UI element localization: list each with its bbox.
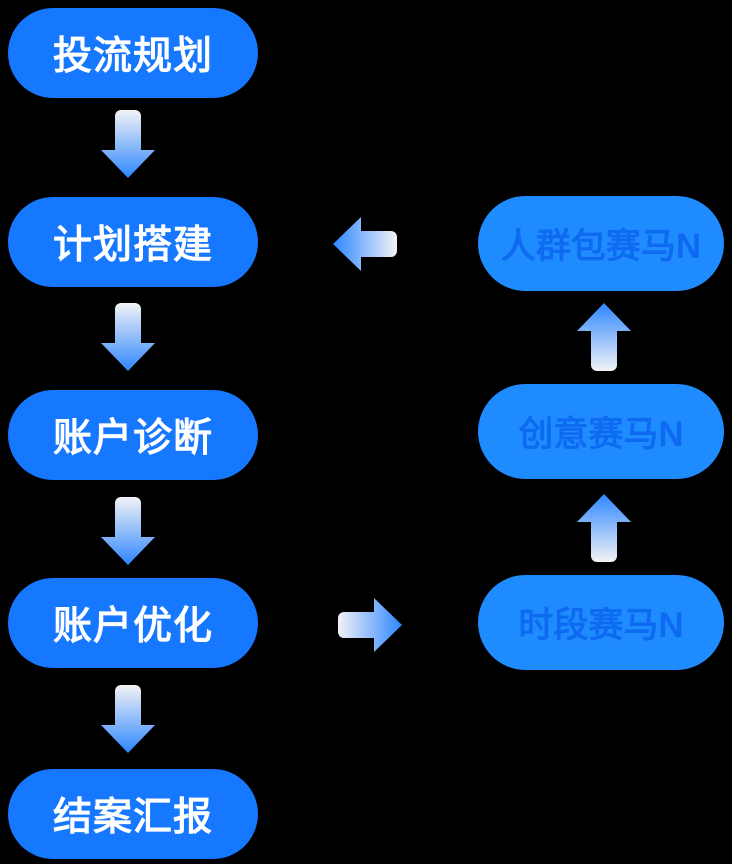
node-account-diagnosis: 账户诊断 [8,390,258,480]
arrow-right-icon [332,598,402,652]
node-audience-package-racing: 人群包赛马N [478,196,724,291]
node-creative-racing: 创意赛马N [478,384,724,479]
node-final-report: 结案汇报 [8,769,258,859]
arrow-down-icon [101,497,155,565]
node-account-optimization: 账户优化 [8,578,258,668]
arrow-up-icon [577,493,631,563]
node-timeslot-racing: 时段赛马N [478,575,724,670]
arrow-up-icon [577,302,631,372]
arrow-down-icon [101,110,155,178]
node-label: 人群包赛马N [500,227,702,266]
arrow-down-icon [101,685,155,753]
node-label: 账户优化 [52,605,213,648]
node-label: 账户诊断 [52,417,213,460]
arrow-down-icon [101,303,155,371]
node-campaign-setup: 计划搭建 [8,197,258,287]
node-investment-planning: 投流规划 [8,8,258,98]
node-label: 结案汇报 [52,796,213,839]
arrow-left-icon [333,217,403,271]
node-label: 计划搭建 [52,224,213,267]
node-label: 创意赛马N [518,415,684,454]
node-label: 投流规划 [52,35,213,78]
node-label: 时段赛马N [518,606,684,645]
